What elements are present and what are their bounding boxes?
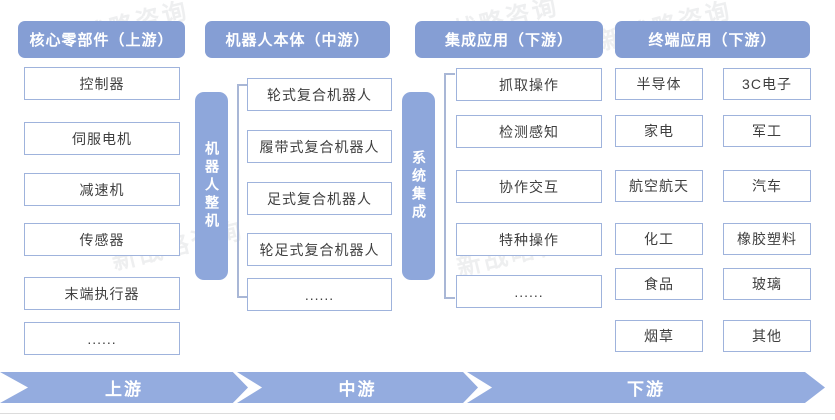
terminal-item-box: 化工	[615, 223, 703, 255]
integration-item-box: 特种操作	[456, 223, 602, 256]
stage-arrow-midstream: 中游	[237, 372, 478, 403]
midstream-item-box: ......	[247, 278, 392, 311]
header-core-components: 核心零部件（上游）	[18, 21, 185, 58]
terminal-item-box: 橡胶塑料	[723, 223, 811, 255]
bracket	[237, 84, 247, 298]
upstream-item-box: ......	[24, 322, 180, 355]
header-robot-body: 机器人本体（中游）	[205, 21, 390, 58]
terminal-item-box: 军工	[723, 115, 811, 147]
upstream-item-box: 末端执行器	[24, 277, 180, 310]
vertical-bar-system-integration: 系统集成	[402, 92, 435, 280]
terminal-item-box: 半导体	[615, 68, 703, 100]
vertical-bar-robot-assembly: 机器人整机	[195, 92, 228, 280]
stage-arrow-downstream: 下游	[467, 372, 825, 403]
terminal-item-box: 3C电子	[723, 68, 811, 100]
terminal-item-box: 烟草	[615, 320, 703, 352]
terminal-item-box: 玻璃	[723, 268, 811, 300]
integration-item-box: 协作交互	[456, 170, 602, 203]
bottom-divider-line	[0, 413, 835, 414]
upstream-item-box: 减速机	[24, 173, 180, 206]
upstream-item-box: 控制器	[24, 67, 180, 100]
midstream-item-box: 轮足式复合机器人	[247, 233, 392, 266]
midstream-item-box: 轮式复合机器人	[247, 78, 392, 111]
integration-item-box: 检测感知	[456, 115, 602, 148]
terminal-item-box: 家电	[615, 115, 703, 147]
terminal-item-box: 汽车	[723, 170, 811, 202]
midstream-item-box: 足式复合机器人	[247, 182, 392, 215]
integration-item-box: 抓取操作	[456, 68, 602, 101]
stage-arrow-upstream: 上游	[0, 372, 248, 403]
terminal-item-box: 航空航天	[615, 170, 703, 202]
upstream-item-box: 伺服电机	[24, 122, 180, 155]
upstream-item-box: 传感器	[24, 223, 180, 256]
midstream-item-box: 履带式复合机器人	[247, 130, 392, 163]
header-terminal-apps: 终端应用（下游）	[615, 21, 810, 58]
bracket	[444, 73, 455, 299]
terminal-item-box: 食品	[615, 268, 703, 300]
header-integrated-apps: 集成应用（下游）	[415, 21, 603, 58]
terminal-item-box: 其他	[723, 320, 811, 352]
integration-item-box: ......	[456, 275, 602, 308]
